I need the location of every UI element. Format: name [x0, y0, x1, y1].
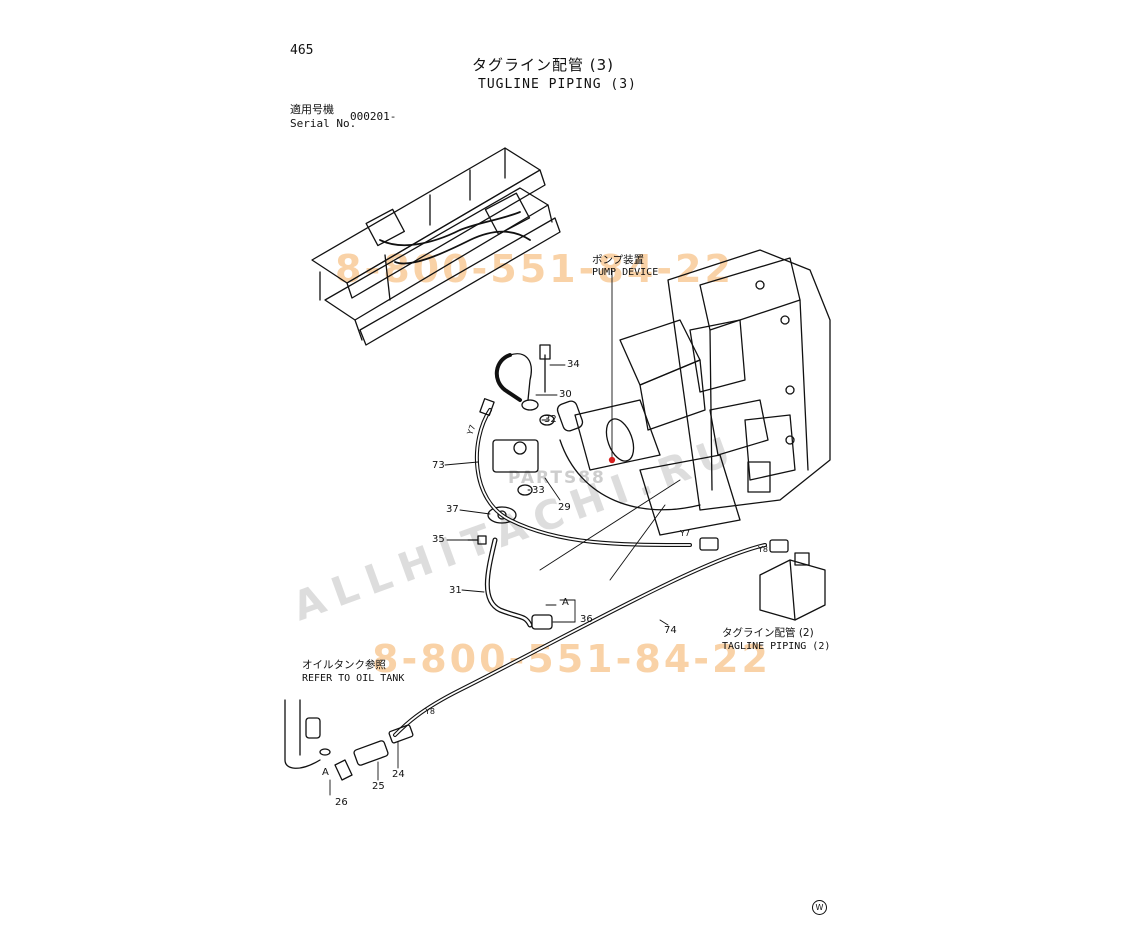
part-number-31: 31: [449, 585, 462, 596]
serial-value: 000201-: [350, 110, 397, 123]
ref-a-upper: A: [562, 597, 569, 608]
machine-frame-inset: [311, 147, 561, 346]
part-number-74: 74: [664, 625, 677, 636]
ref-a-lower: A: [322, 767, 329, 778]
part-number-26: 26: [335, 797, 348, 808]
part-number-32: 32: [544, 414, 557, 425]
title-english: TUGLINE PIPING (3): [478, 77, 637, 92]
part-number-35: 35: [432, 534, 445, 545]
part-number-24: 24: [392, 769, 405, 780]
suction-parts: [467, 344, 584, 545]
leader-lines: [329, 269, 681, 796]
pump-device-label-jp: ポンプ装置: [592, 254, 645, 266]
footer-circle-mark: W: [812, 900, 827, 915]
pump-device: [559, 249, 831, 536]
tagline-piping-2-label-jp: タグライン配管 (2): [722, 627, 814, 639]
part-number-36: 36: [580, 614, 593, 625]
oil-tank-label-jp: オイルタンク参照: [302, 659, 386, 671]
part-number-29: 29: [558, 502, 571, 513]
oil-tank-fittings: [284, 699, 414, 781]
oil-tank-label-en: REFER TO OIL TANK: [302, 673, 405, 684]
serial-label-english: Serial No.: [290, 117, 357, 130]
part-number-33: 33: [532, 485, 545, 496]
marker-dot: [608, 456, 616, 464]
tagline-block: [759, 552, 826, 621]
part-number-37: 37: [446, 504, 459, 515]
serial-label-japanese: 適用号機: [290, 103, 334, 116]
ref-y8-left: Y8: [425, 707, 435, 716]
part-number-73: 73: [432, 460, 445, 471]
ref-y8-right: Y8: [758, 545, 768, 554]
tagline-piping-2-label-en: TAGLINE PIPING (2): [722, 641, 831, 652]
part-number-30: 30: [559, 389, 572, 400]
hose-73: [474, 408, 692, 547]
part-number-34: 34: [567, 359, 580, 370]
title-japanese: タグライン配管 (3): [472, 56, 615, 74]
page-number: 465: [290, 43, 314, 58]
elbow-36: [531, 614, 553, 630]
hose-74: [393, 543, 767, 737]
pump-device-label-en: PUMP DEVICE: [592, 267, 659, 278]
part-number-25: 25: [372, 781, 385, 792]
ref-y7-lower: Y7: [680, 529, 690, 538]
